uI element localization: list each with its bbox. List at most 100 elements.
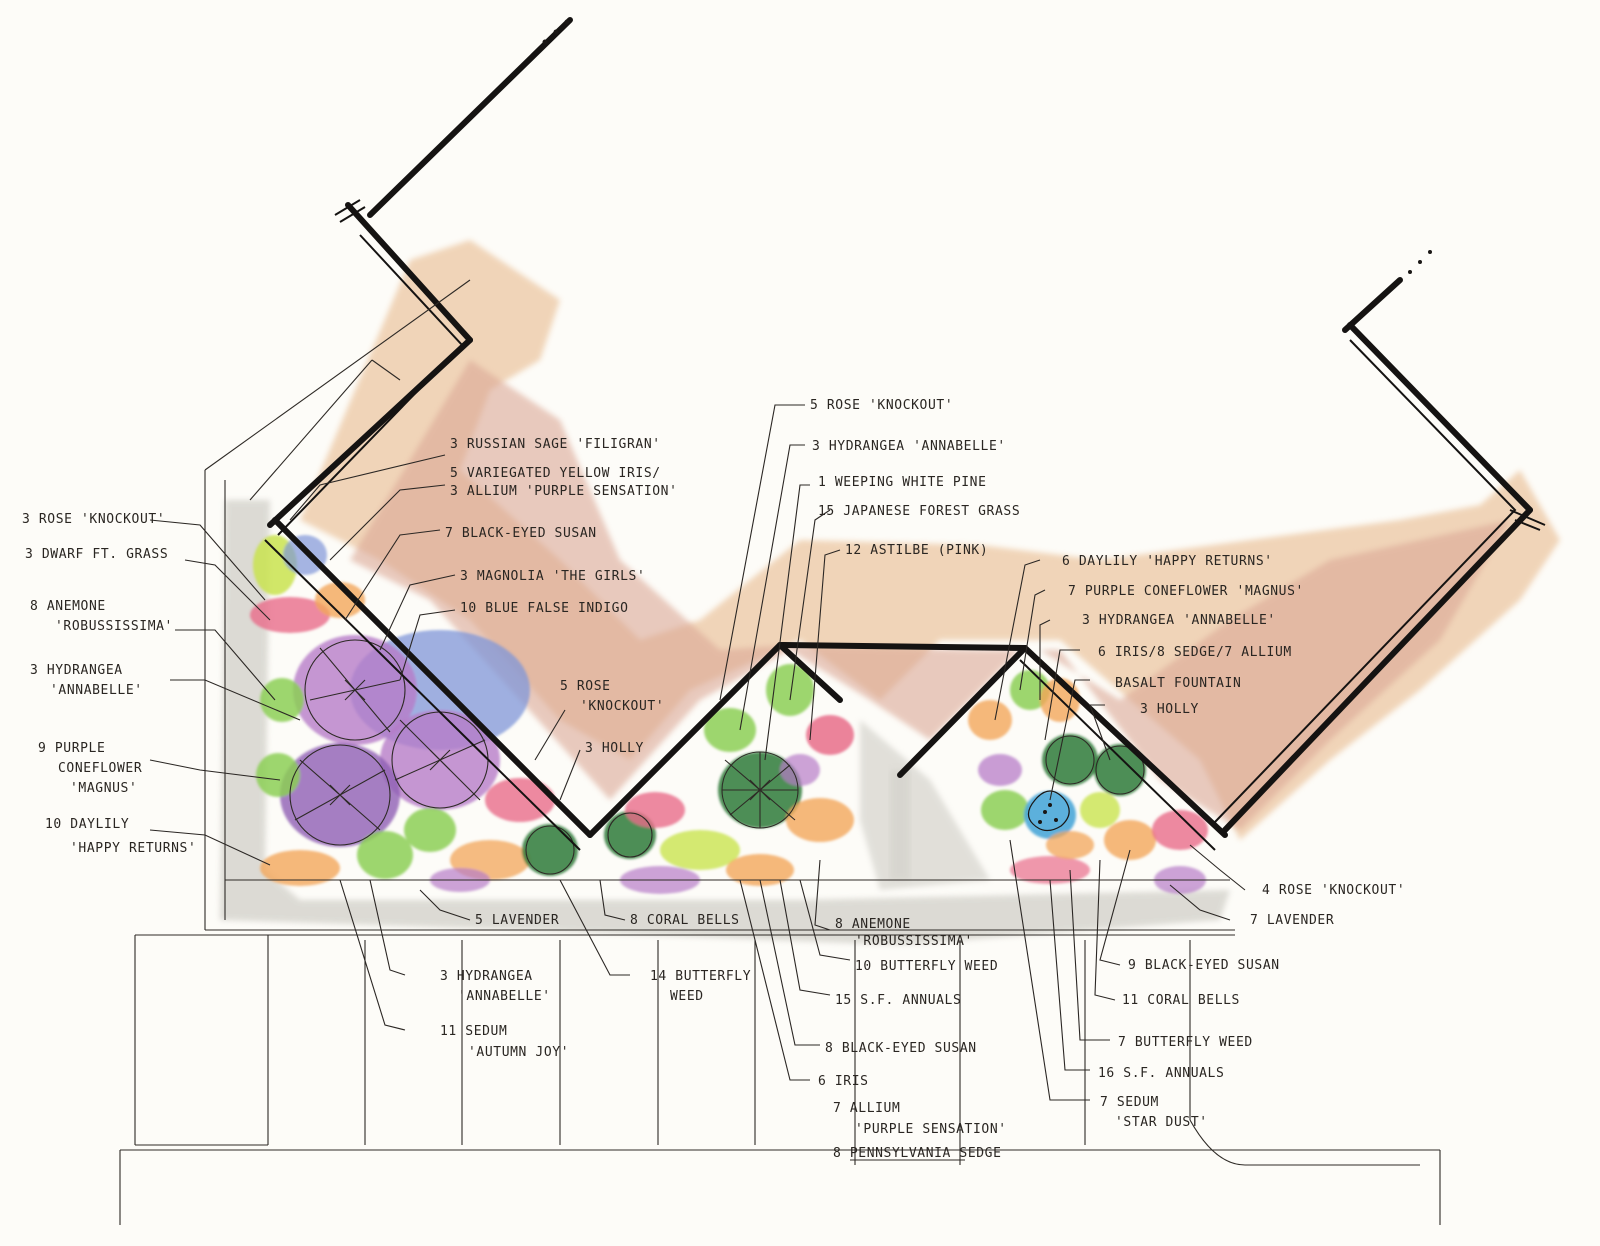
- label-sedge-8: 8 PENNSYLVANIA SEDGE: [833, 1146, 1002, 1161]
- label-hydrangea-bottom-2: 'ANNABELLE': [458, 989, 551, 1004]
- basalt-fountain-icon: [1027, 790, 1070, 832]
- label-hydrangea-right: 3 HYDRANGEA 'ANNABELLE': [1082, 613, 1276, 628]
- plant-orange-center-1: [786, 798, 854, 842]
- wall-left-bed-inner: [264, 539, 581, 851]
- label-sedum-autumn-2: 'AUTUMN JOY': [468, 1045, 569, 1060]
- wall-cap-2: [1509, 509, 1546, 531]
- wall-right-bed: [1022, 645, 1228, 838]
- label-anemone-left-1: 8 ANEMONE: [30, 599, 106, 614]
- plant-orange-center-2: [726, 854, 794, 886]
- plant-orange-left-2: [260, 850, 340, 886]
- plant-orange-right-4: [1046, 831, 1094, 859]
- wall-lines: [264, 17, 1546, 851]
- label-blue-false-indigo: 10 BLUE FALSE INDIGO: [460, 601, 629, 616]
- label-anemone-bottom-1: 8 ANEMONE: [835, 917, 911, 932]
- label-hydrangea-left-2: 'ANNABELLE': [50, 683, 143, 698]
- plant-purple-right: [978, 754, 1022, 786]
- wall-center-v: [897, 645, 1028, 778]
- label-butterfly-weed-14-1: 14 BUTTERFLY: [650, 969, 751, 984]
- label-anemone-bottom-2: 'ROBUSSISSIMA': [855, 934, 973, 949]
- label-coneflower-left-2: CONEFLOWER: [58, 761, 142, 776]
- label-holly-right: 3 HOLLY: [1140, 702, 1199, 717]
- label-hydrangea-left-1: 3 HYDRANGEA: [30, 663, 123, 678]
- label-rose-knockout-right: 4 ROSE 'KNOCKOUT': [1262, 883, 1405, 898]
- label-black-eyed-susan-7: 7 BLACK-EYED SUSAN: [445, 526, 597, 541]
- wall-right-top: [1342, 277, 1403, 333]
- label-magnolia: 3 MAGNOLIA 'THE GIRLS': [460, 569, 645, 584]
- label-hydrangea-bottom-1: 3 HYDRANGEA: [440, 969, 533, 984]
- label-basalt-fountain: BASALT FOUNTAIN: [1115, 676, 1241, 691]
- label-weeping-pine: 1 WEEPING WHITE PINE: [818, 475, 987, 490]
- label-rose-knockout-left: 3 ROSE 'KNOCKOUT': [22, 512, 165, 527]
- plant-labels: 3 RUSSIAN SAGE 'FILIGRAN' 5 VARIEGATED Y…: [22, 398, 1405, 1161]
- plant-purple-center: [780, 754, 820, 786]
- plant-orange-right-1: [968, 700, 1012, 740]
- plant-green-left-2: [256, 753, 300, 797]
- wall-left-inner: [277, 234, 464, 536]
- label-iris-6: 6 IRIS: [818, 1074, 869, 1089]
- wall-left-bed: [272, 517, 593, 838]
- plant-dark-right-1: [1042, 734, 1098, 786]
- plant-green-right-2: [981, 790, 1029, 830]
- label-lavender-5: 5 LAVENDER: [475, 913, 559, 928]
- label-hydrangea-top: 3 HYDRANGEA 'ANNABELLE': [812, 439, 1006, 454]
- label-allium-7-2: 'PURPLE SENSATION': [855, 1122, 1007, 1137]
- plant-dark-left-1: [522, 824, 578, 876]
- wall-top-left-diagonal: [367, 17, 573, 218]
- label-black-eyed-susan-9: 9 BLACK-EYED SUSAN: [1128, 958, 1280, 973]
- label-russian-sage: 3 RUSSIAN SAGE 'FILIGRAN': [450, 437, 661, 452]
- label-forest-grass: 15 JAPANESE FOREST GRASS: [818, 504, 1020, 519]
- label-sedum-autumn-1: 11 SEDUM: [440, 1024, 507, 1039]
- wall-center-right-in: [777, 642, 843, 703]
- plant-pink-right-1: [1152, 810, 1208, 850]
- wall-right-main: [1222, 507, 1533, 833]
- plant-green-center-2: [766, 664, 814, 716]
- label-daylily-right: 6 DAYLILY 'HAPPY RETURNS': [1062, 554, 1273, 569]
- label-coral-bells-8: 8 CORAL BELLS: [630, 913, 740, 928]
- wall-cap-1: [334, 199, 366, 223]
- rose-wash-band: [350, 360, 1510, 830]
- label-astilbe: 12 ASTILBE (PINK): [845, 543, 988, 558]
- label-daylily-left-1: 10 DAYLILY: [45, 817, 129, 832]
- label-variegated-iris-1: 5 VARIEGATED YELLOW IRIS/: [450, 466, 661, 481]
- plant-green-left-3: [357, 831, 413, 879]
- wall-center-left: [587, 642, 783, 838]
- label-coneflower-right: 7 PURPLE CONEFLOWER 'MAGNUS': [1068, 584, 1304, 599]
- label-butterfly-weed-10: 10 BUTTERFLY WEED: [855, 959, 998, 974]
- label-black-eyed-susan-8: 8 BLACK-EYED SUSAN: [825, 1041, 977, 1056]
- label-rose-knockout-5a-1: 5 ROSE: [560, 679, 611, 694]
- label-sedum-star-1: 7 SEDUM: [1100, 1095, 1159, 1110]
- wall-right-upper: [1347, 322, 1533, 513]
- label-coneflower-left-3: 'MAGNUS': [70, 781, 137, 796]
- label-rose-knockout-5a-2: 'KNOCKOUT': [580, 699, 664, 714]
- wall-right-inner: [1214, 339, 1517, 823]
- label-butterfly-weed-14-2: WEED: [670, 989, 704, 1004]
- label-coneflower-left-1: 9 PURPLE: [38, 741, 105, 756]
- paving-wash-walk: [890, 770, 910, 880]
- label-lavender-right: 7 LAVENDER: [1250, 913, 1334, 928]
- plant-green-left-4: [404, 808, 456, 852]
- plant-pink-center-1: [806, 715, 854, 755]
- label-butterfly-weed-7: 7 BUTTERFLY WEED: [1118, 1035, 1253, 1050]
- label-sedum-star-2: 'STAR DUST': [1115, 1115, 1208, 1130]
- paving-wash: [220, 500, 1230, 945]
- label-variegated-iris-2: 3 ALLIUM 'PURPLE SENSATION': [450, 484, 678, 499]
- label-allium-7-1: 7 ALLIUM: [833, 1101, 900, 1116]
- leader-lines: [149, 404, 1246, 1101]
- plant-lime-center: [660, 830, 740, 870]
- label-dwarf-grass: 3 DWARF FT. GRASS: [25, 547, 168, 562]
- plant-dark-right-2: [1094, 744, 1146, 796]
- label-rose-knockout-top: 5 ROSE 'KNOCKOUT': [810, 398, 953, 413]
- label-iris-sedge-allium: 6 IRIS/8 SEDGE/7 ALLIUM: [1098, 645, 1292, 660]
- watercolor-wash: [220, 240, 1560, 945]
- plant-green-center-1: [704, 708, 756, 752]
- label-coral-bells-11: 11 CORAL BELLS: [1122, 993, 1240, 1008]
- label-annuals-15: 15 S.F. ANNUALS: [835, 993, 961, 1008]
- plant-pink-left-2: [485, 778, 555, 822]
- plant-pink-center-2: [625, 792, 685, 828]
- plant-pink-left: [250, 597, 330, 633]
- plant-orange-right-3: [1104, 820, 1156, 860]
- wall-left-upper: [345, 202, 473, 343]
- label-annuals-16: 16 S.F. ANNUALS: [1098, 1066, 1224, 1081]
